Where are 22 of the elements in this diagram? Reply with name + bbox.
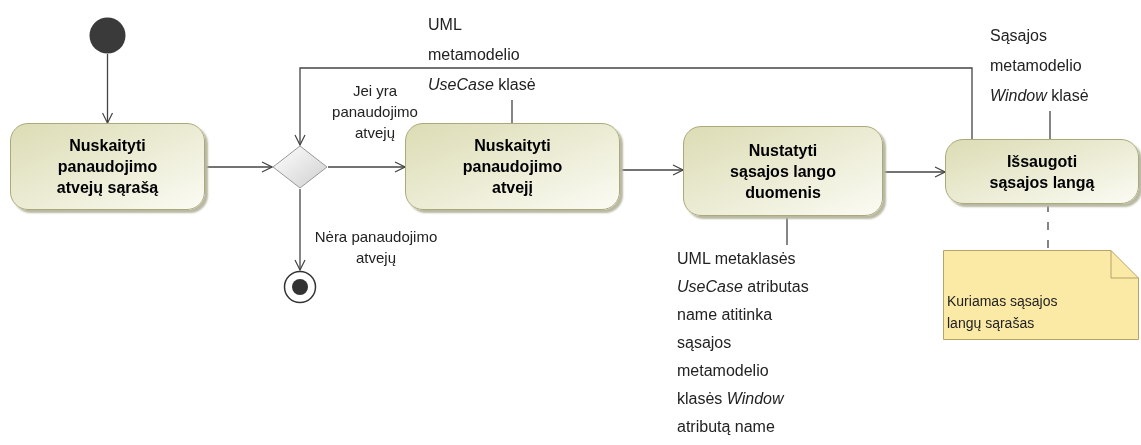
annotation-text: Sąsajos metamodelio Window klasė (990, 21, 1112, 111)
arrow (101, 53, 114, 124)
arrow (619, 164, 684, 176)
arrow (882, 166, 946, 178)
leader-line (1047, 203, 1049, 251)
decision-diamond (272, 145, 328, 189)
action-box: Išsaugoti sąsajos langą (945, 139, 1139, 204)
arrow (294, 67, 973, 146)
final-node (283, 270, 317, 304)
annotation-text: UML metaklasės UseCase atributas name atitinka sąsajos metamodelio klasės Window atributą name (677, 245, 815, 441)
arrow (204, 161, 273, 173)
action-box: Nuskaityti panaudojimo atvejį (405, 123, 620, 210)
leader-line (511, 99, 513, 124)
arrow (294, 188, 306, 271)
action-box: Nuskaityti panaudojimo atvejų sąrašą (10, 123, 205, 210)
note: Kuriamas sąsajos langų sąrašas (943, 250, 1139, 340)
initial-node (89, 17, 126, 54)
action-box: Nustatyti sąsajos lango duomenis (683, 126, 883, 216)
arrow (327, 161, 406, 173)
annotation-text: UML metamodelio UseCase klasė (428, 10, 546, 100)
leader-line (1049, 110, 1051, 140)
leader-line (786, 215, 788, 246)
